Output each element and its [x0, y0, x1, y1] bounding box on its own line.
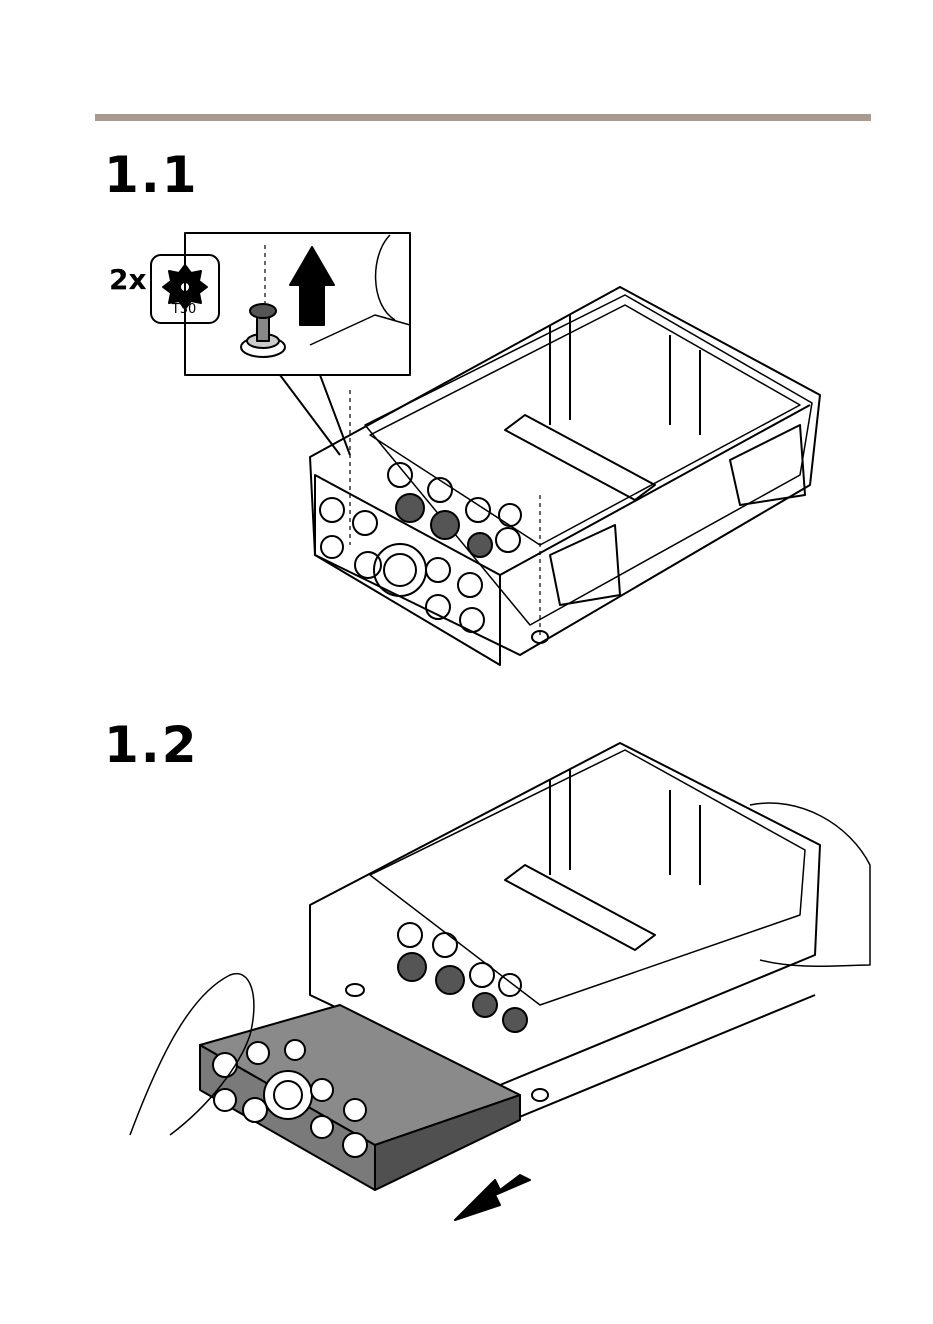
- step-number-1-1: 1.1: [104, 150, 199, 200]
- screw-quantity: 2x: [109, 266, 147, 294]
- up-arrow-icon: [290, 247, 334, 325]
- right-hand: [750, 803, 870, 966]
- enclosure-box: [310, 287, 820, 665]
- screw-icon: [241, 245, 285, 357]
- pull-direction-arrow-icon: [455, 1175, 530, 1220]
- callout-leader-left: [280, 375, 340, 455]
- header-rule: [95, 114, 871, 121]
- torx-bit-label: T30: [152, 302, 216, 317]
- knockout-plate: [200, 1005, 520, 1190]
- figure-remove-screws: [100, 225, 840, 685]
- figure-slide-out-plate: [100, 735, 880, 1225]
